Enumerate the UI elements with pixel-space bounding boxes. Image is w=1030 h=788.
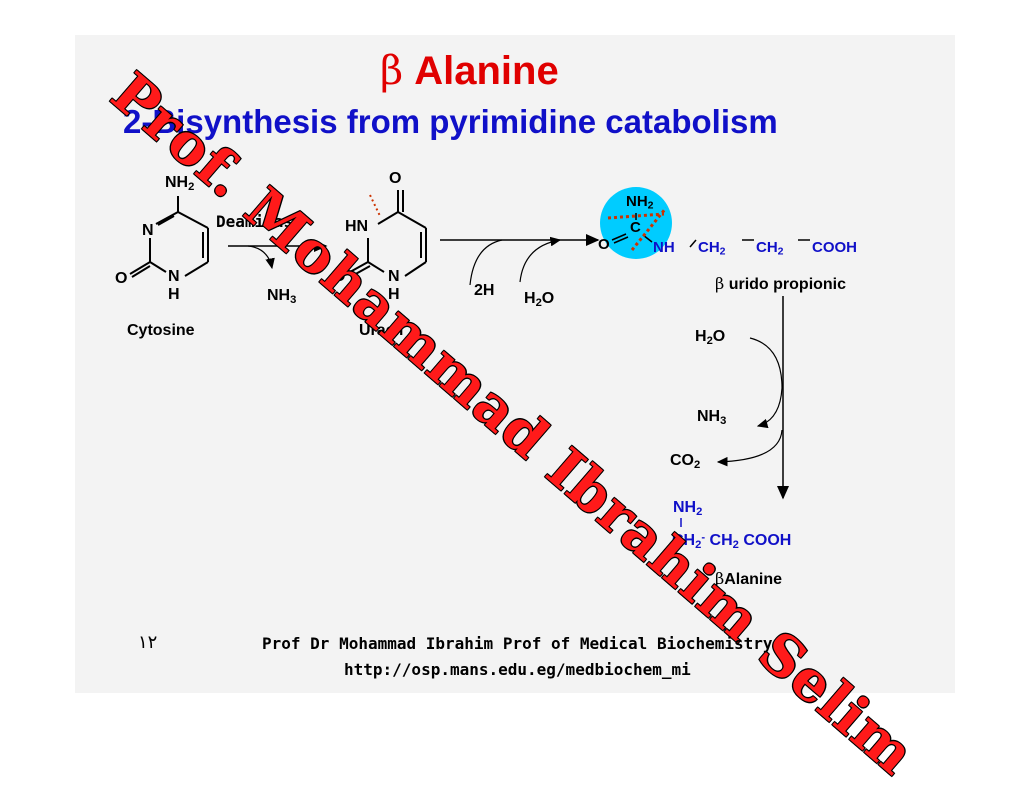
hydrolysis-co2: CO2 xyxy=(670,452,701,471)
uracil-h-bottom: H xyxy=(388,286,400,303)
uracil-ring xyxy=(349,190,427,277)
reduction-2h: 2H xyxy=(474,282,495,299)
product-label: βAlanine xyxy=(715,569,783,588)
cytosine-n-ring: N xyxy=(142,222,154,239)
urido-nh: NH xyxy=(653,239,675,256)
nh3-release-curve xyxy=(247,245,275,270)
cytosine-ring xyxy=(129,196,209,278)
cytosine-n-bottom: N xyxy=(168,268,180,285)
co2-out-curve xyxy=(716,429,783,467)
slide-title: β Alanine xyxy=(380,48,559,94)
hydrolysis-nh3: NH3 xyxy=(697,408,727,427)
deaminase-nh3: NH3 xyxy=(267,287,297,306)
cytosine-o: O xyxy=(115,270,128,287)
footer-author: Prof Dr Mohammad Ibrahim Prof of Medical… xyxy=(262,634,773,653)
hydrolysis-h2o: H2O xyxy=(695,328,726,347)
urido-ch2-a: CH2 xyxy=(698,239,726,258)
h2o-curve xyxy=(519,236,562,283)
uracil-cut-mark xyxy=(369,194,381,217)
page-number: ١٢ xyxy=(138,632,158,653)
urido-c: C xyxy=(630,219,641,236)
uracil-o-top: O xyxy=(389,170,402,187)
h2o-in-curve xyxy=(749,337,783,389)
urido-label: β urido propionic xyxy=(715,274,847,293)
nh3-out-curve xyxy=(756,387,783,429)
cytosine-h-bottom: H xyxy=(168,286,180,303)
title-word: Alanine xyxy=(414,49,559,93)
slide-subtitle: 2-Bisynthesis from pyrimidine catabolism xyxy=(123,103,778,140)
footer-url: http://osp.mans.edu.eg/medbiochem_mi xyxy=(344,660,691,679)
uracil-label: Uracil xyxy=(359,322,404,339)
slide-background xyxy=(75,35,955,693)
uracil-n-bottom: N xyxy=(388,268,400,285)
urido-ch2-b: CH2 xyxy=(756,239,784,258)
2h-curve xyxy=(469,239,503,286)
cytosine-nh2: NH2 xyxy=(165,174,195,193)
uracil-hn: HN xyxy=(345,218,369,235)
deaminase-label: Deaminase xyxy=(216,212,303,231)
urido-o: O xyxy=(598,236,610,253)
urido-nh2: NH2 xyxy=(626,193,654,212)
urido-cooh: COOH xyxy=(812,239,857,256)
reaction-diagram xyxy=(129,187,810,527)
uracil-o-left: O xyxy=(333,268,346,285)
cytosine-label: Cytosine xyxy=(127,322,195,339)
product-nh2: NH2 xyxy=(673,499,703,518)
reduction-h2o: H2O xyxy=(524,290,555,309)
title-beta: β xyxy=(380,48,404,94)
product-chain: CH2- CH2 COOH xyxy=(672,531,792,551)
